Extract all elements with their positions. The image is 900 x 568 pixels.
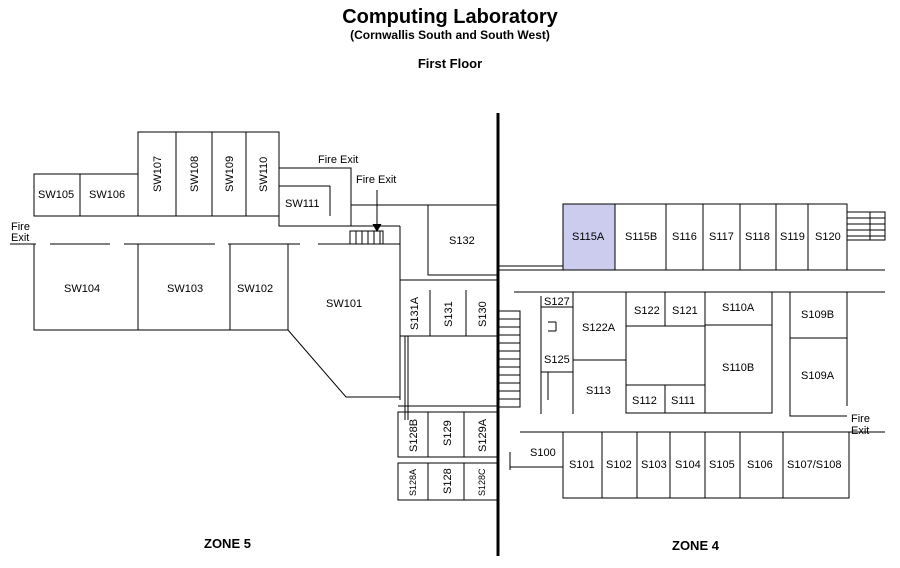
room-sw108: SW108 xyxy=(189,156,201,192)
zone-4-label: ZONE 4 xyxy=(672,538,720,553)
room-s131: S131 xyxy=(443,301,455,327)
room-s117: S117 xyxy=(709,231,734,243)
room-sw106: SW106 xyxy=(89,189,125,201)
room-sw111: SW111 xyxy=(285,198,319,210)
room-s118: S118 xyxy=(745,231,770,243)
room-sw110: SW110 xyxy=(258,157,270,192)
fire-label-left: Fire xyxy=(11,221,30,233)
room-s104: S104 xyxy=(675,459,701,471)
room-s107-s108: S107/S108 xyxy=(787,459,841,471)
room-sw104: SW104 xyxy=(64,283,100,295)
room-s105: S105 xyxy=(709,459,735,471)
room-s128a: S128A xyxy=(408,469,418,496)
room-s106: S106 xyxy=(747,459,773,471)
exit-label-left: Exit xyxy=(11,232,29,244)
room-s102: S102 xyxy=(606,459,632,471)
room-s132: S132 xyxy=(449,235,475,247)
room-s122: S122 xyxy=(634,305,660,317)
room-s127: S127 xyxy=(544,296,570,308)
zone4-walls xyxy=(498,203,886,499)
zone-5-label: ZONE 5 xyxy=(204,536,251,551)
room-s130: S130 xyxy=(477,301,489,327)
room-sw102: SW102 xyxy=(237,283,273,295)
room-s128b: S128B xyxy=(408,419,420,452)
room-s119: S119 xyxy=(780,231,805,243)
page-title: Computing Laboratory xyxy=(342,6,558,28)
room-sw105: SW105 xyxy=(38,189,74,201)
room-s131a: S131A xyxy=(409,296,421,330)
fire-exit-label-1: Fire Exit xyxy=(318,154,358,166)
room-s100: S100 xyxy=(530,447,556,459)
fire-label-right: Fire xyxy=(851,413,870,425)
room-s101: S101 xyxy=(569,459,595,471)
room-s110a: S110A xyxy=(722,302,755,314)
exit-label-right: Exit xyxy=(851,425,869,437)
room-sw107: SW107 xyxy=(152,156,164,192)
room-s129a: S129A xyxy=(477,418,489,452)
page-subtitle: (Cornwallis South and South West) xyxy=(350,28,550,42)
room-labels: SW105 SW106 SW107 SW108 SW109 SW110 SW11… xyxy=(11,154,870,553)
room-s110b: S110B xyxy=(722,362,754,374)
zone5-walls xyxy=(10,131,521,501)
floor-label: First Floor xyxy=(417,56,483,71)
room-s121: S121 xyxy=(672,305,698,317)
room-s122a: S122A xyxy=(582,322,616,334)
fire-exit-label-2: Fire Exit xyxy=(356,174,396,186)
room-sw103: SW103 xyxy=(167,283,203,295)
room-sw101: SW101 xyxy=(326,298,362,310)
room-s125: S125 xyxy=(544,354,570,366)
room-s109a: S109A xyxy=(801,370,835,382)
room-sw109: SW109 xyxy=(224,156,236,192)
room-s120: S120 xyxy=(815,231,841,243)
room-s129: S129 xyxy=(442,420,454,446)
room-s128: S128 xyxy=(442,468,454,494)
room-s115a: S115A xyxy=(572,231,605,243)
highlighted-room-s115a xyxy=(562,203,616,271)
room-s115b: S115B xyxy=(625,231,657,243)
room-s111: S111 xyxy=(671,395,695,407)
room-s103: S103 xyxy=(641,459,667,471)
room-s113: S113 xyxy=(586,385,611,397)
room-s109b: S109B xyxy=(801,309,834,321)
room-s116: S116 xyxy=(672,231,697,243)
room-s128c: S128C xyxy=(477,468,487,496)
room-s112: S112 xyxy=(632,395,657,407)
